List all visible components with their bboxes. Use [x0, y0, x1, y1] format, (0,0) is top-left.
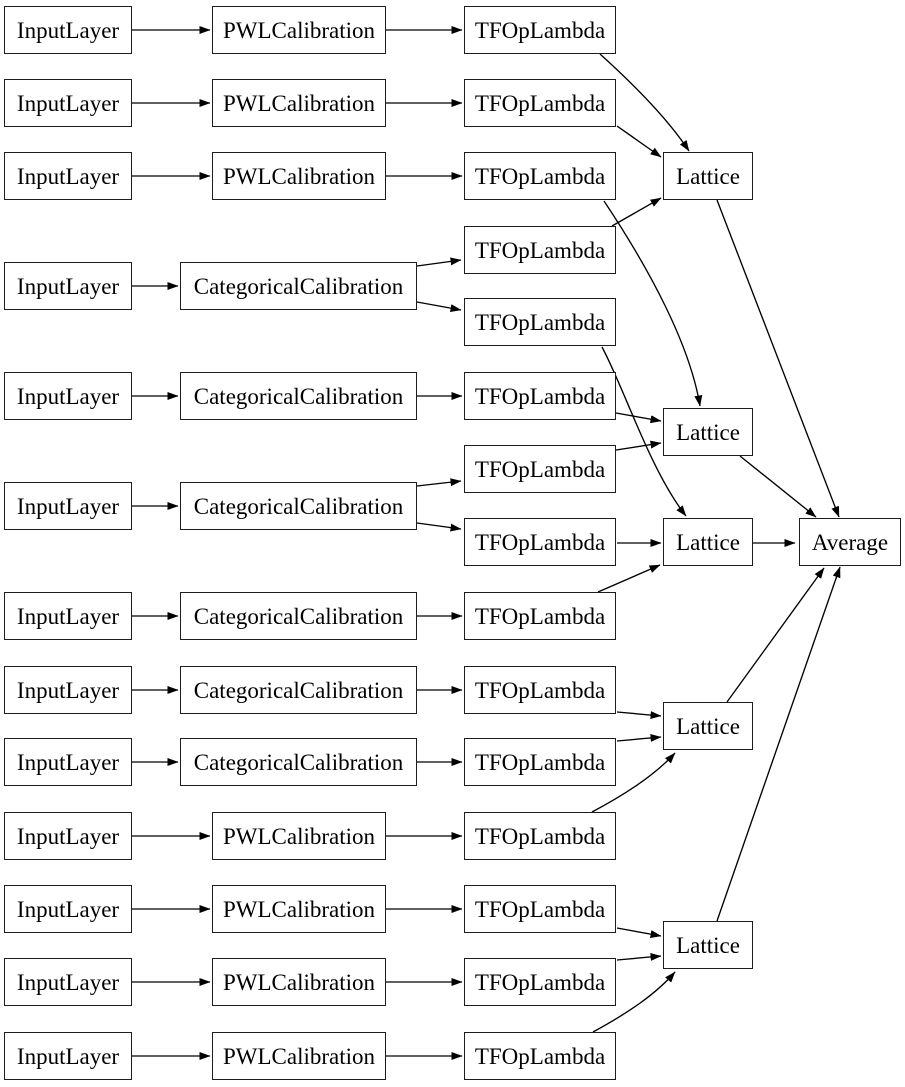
node-tfoplambda: TFOpLambda [464, 1032, 616, 1080]
node-inputlayer: InputLayer [4, 6, 132, 54]
edge-t4-l1 [611, 197, 662, 227]
edge-t10-l4 [616, 711, 662, 720]
edge-t13-l5 [616, 927, 662, 939]
node-categoricalcalibration: CategoricalCalibration [180, 372, 417, 420]
node-categoricalcalibration: CategoricalCalibration [180, 738, 417, 786]
node-inputlayer: InputLayer [4, 592, 132, 640]
node-tfoplambda: TFOpLambda [464, 885, 616, 933]
node-inputlayer: InputLayer [4, 885, 132, 933]
node-average: Average [799, 518, 901, 566]
edge-t1-l1 [599, 53, 690, 152]
node-categoricalcalibration: CategoricalCalibration [180, 482, 417, 530]
node-tfoplambda: TFOpLambda [464, 812, 616, 860]
node-tfoplambda: TFOpLambda [464, 518, 616, 566]
node-tfoplambda: TFOpLambda [464, 666, 616, 714]
node-lattice: Lattice [663, 921, 753, 969]
node-inputlayer: InputLayer [4, 152, 132, 200]
node-lattice: Lattice [663, 408, 753, 456]
edge-t7-l2 [615, 440, 662, 451]
node-inputlayer: InputLayer [4, 738, 132, 786]
edges-group [132, 26, 841, 1060]
edge-t3-l2 [603, 200, 703, 407]
node-pwlcalibration: PWLCalibration [212, 885, 386, 933]
node-categoricalcalibration: CategoricalCalibration [180, 592, 417, 640]
node-pwlcalibration: PWLCalibration [212, 79, 386, 127]
node-inputlayer: InputLayer [4, 1032, 132, 1080]
node-pwlcalibration: PWLCalibration [212, 6, 386, 54]
node-categoricalcalibration: CategoricalCalibration [180, 666, 417, 714]
node-tfoplambda: TFOpLambda [464, 6, 616, 54]
node-inputlayer: InputLayer [4, 666, 132, 714]
edge-t9-l3 [597, 564, 661, 593]
node-inputlayer: InputLayer [4, 79, 132, 127]
node-pwlcalibration: PWLCalibration [212, 958, 386, 1006]
node-inputlayer: InputLayer [4, 482, 132, 530]
edge-l5-avg [716, 566, 841, 922]
edge-t6-l2 [615, 412, 662, 424]
edge-t2-l1 [616, 125, 662, 158]
node-pwlcalibration: PWLCalibration [212, 1032, 386, 1080]
node-pwlcalibration: PWLCalibration [212, 152, 386, 200]
node-tfoplambda: TFOpLambda [464, 226, 616, 274]
edge-t5-l3 [601, 346, 687, 517]
node-inputlayer: InputLayer [4, 812, 132, 860]
node-inputlayer: InputLayer [4, 262, 132, 310]
node-tfoplambda: TFOpLambda [464, 592, 616, 640]
node-tfoplambda: TFOpLambda [464, 152, 616, 200]
node-tfoplambda: TFOpLambda [464, 738, 616, 786]
edge-l1-avg [716, 199, 840, 518]
node-tfoplambda: TFOpLambda [464, 372, 616, 420]
node-pwlcalibration: PWLCalibration [212, 812, 386, 860]
node-tfoplambda: TFOpLambda [464, 958, 616, 1006]
node-tfoplambda: TFOpLambda [464, 298, 616, 346]
edge-c1-t4 [416, 257, 462, 267]
edge-c1-t5 [416, 301, 462, 313]
edge-c3-t8 [416, 522, 462, 532]
node-inputlayer: InputLayer [4, 372, 132, 420]
edge-t11-l4 [616, 733, 662, 742]
node-lattice: Lattice [663, 702, 753, 750]
node-inputlayer: InputLayer [4, 958, 132, 1006]
edge-l2-avg [739, 455, 817, 518]
edge-t15-l5 [592, 971, 676, 1033]
node-lattice: Lattice [663, 152, 753, 200]
edge-t14-l5 [616, 952, 662, 961]
node-tfoplambda: TFOpLambda [464, 79, 616, 127]
edge-t12-l4 [591, 752, 676, 813]
node-lattice: Lattice [663, 518, 753, 566]
node-categoricalcalibration: CategoricalCalibration [180, 262, 417, 310]
edge-c3-t7 [416, 478, 462, 487]
node-tfoplambda: TFOpLambda [464, 445, 616, 493]
edge-l4-avg [726, 567, 825, 703]
